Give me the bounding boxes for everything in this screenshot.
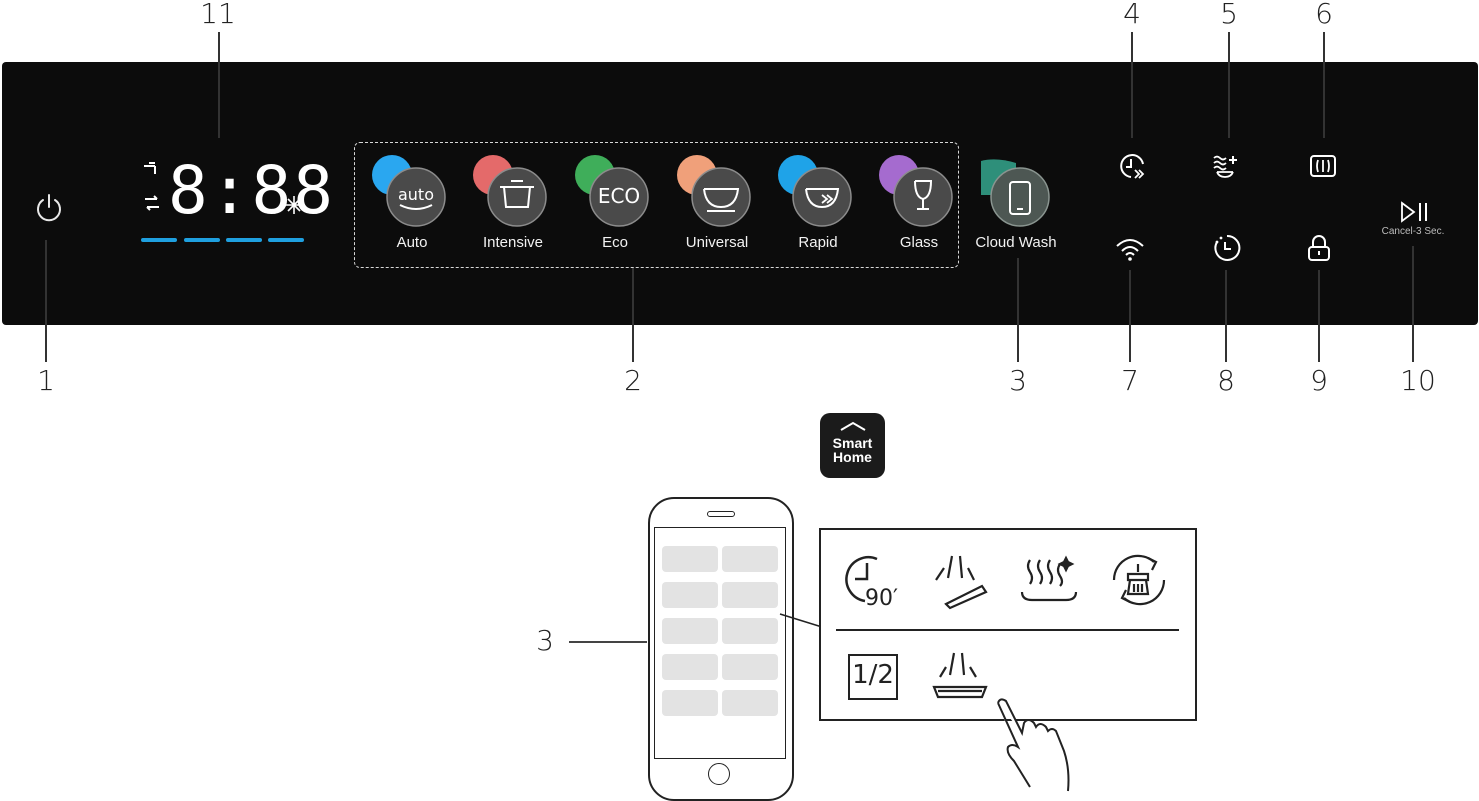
phone-tile[interactable]	[662, 654, 718, 680]
svg-text:ECO: ECO	[598, 184, 640, 208]
leader-6	[1323, 32, 1325, 138]
callout-11: 11	[200, 0, 236, 30]
phone-tile[interactable]	[662, 582, 718, 608]
connector-line	[779, 613, 823, 628]
steam-icon[interactable]	[1018, 552, 1080, 606]
leader-10	[1412, 246, 1414, 362]
program-group-outline	[354, 142, 959, 268]
start-pause-icon[interactable]	[1400, 201, 1430, 223]
callout-9: 9	[1310, 364, 1328, 397]
extra-dry-icon[interactable]	[1211, 150, 1243, 182]
program-label: Glass	[899, 234, 939, 251]
half-load-label: 1/2	[852, 660, 894, 690]
program-label: Auto	[396, 234, 428, 251]
callout-10: 10	[1400, 364, 1436, 397]
pot-icon	[473, 155, 547, 227]
program-label: Universal	[685, 234, 749, 251]
wifi-icon[interactable]	[1114, 236, 1146, 262]
leader-9	[1318, 270, 1320, 362]
leader-5	[1228, 32, 1230, 138]
progress-segment-2	[184, 238, 220, 242]
cloud-wash-label: Cloud Wash	[975, 234, 1057, 251]
callout-6: 6	[1315, 0, 1333, 30]
smart-home-logo: Smart Home	[820, 413, 885, 478]
child-lock-icon[interactable]	[1305, 234, 1333, 264]
phone-tile[interactable]	[662, 618, 718, 644]
timer-icon[interactable]	[1211, 232, 1243, 264]
glass-icon	[879, 155, 953, 227]
progress-segment-4	[268, 238, 304, 242]
leader-4	[1131, 32, 1133, 138]
smart-home-line2: Home	[833, 449, 872, 465]
phone-speaker	[707, 511, 735, 517]
leader-1	[45, 240, 47, 362]
phone-tile[interactable]	[722, 690, 778, 716]
delay-start-icon[interactable]	[1117, 150, 1149, 182]
phone-tile[interactable]	[722, 654, 778, 680]
leader-7	[1129, 270, 1131, 362]
auto-icon: auto	[372, 155, 446, 227]
callout-5: 5	[1220, 0, 1238, 30]
program-label: Intensive	[482, 234, 544, 251]
90-min-icon[interactable]: 90′	[843, 553, 905, 608]
water-tap-icon	[144, 162, 156, 174]
bowl-icon	[677, 155, 751, 227]
progress-segment-1	[141, 238, 177, 242]
callout-7: 7	[1121, 364, 1139, 397]
smart-home-line1: Smart	[832, 435, 873, 451]
lower-basket-spray-icon[interactable]	[930, 649, 992, 701]
self-clean-icon[interactable]	[1104, 552, 1174, 608]
options-divider	[836, 629, 1179, 631]
phone-tile[interactable]	[662, 546, 718, 572]
program-label: Rapid	[798, 234, 838, 251]
upper-basket-spray-icon[interactable]	[930, 550, 992, 610]
phone-tile[interactable]	[722, 582, 778, 608]
phone-tile[interactable]	[722, 618, 778, 644]
leader-3-app	[569, 641, 647, 643]
cancel-hint: Cancel-3 Sec.	[1381, 226, 1445, 237]
leader-11	[218, 32, 220, 138]
leader-2	[632, 268, 634, 362]
sparkle-icon	[285, 196, 303, 214]
program-label: Eco	[602, 234, 628, 251]
hand-pointer-icon	[997, 698, 1070, 792]
leader-3	[1017, 258, 1019, 362]
callout-4: 4	[1123, 0, 1141, 30]
time-display: 8:88	[168, 152, 335, 229]
phone-tile[interactable]	[722, 546, 778, 572]
90-min-label: 90′	[865, 586, 898, 608]
phone-icon	[981, 159, 1050, 227]
app-options-box	[819, 528, 1197, 721]
eco-icon: ECO	[575, 155, 649, 227]
callout-1: 1	[37, 364, 55, 397]
zone-wash-icon[interactable]	[1307, 150, 1339, 182]
callout-3-app: 3	[536, 624, 554, 657]
progress-segment-3	[226, 238, 262, 242]
callout-3: 3	[1009, 364, 1027, 397]
callout-8: 8	[1217, 364, 1235, 397]
power-icon[interactable]	[34, 193, 64, 223]
phone-home-button[interactable]	[708, 763, 730, 785]
phone-tile[interactable]	[662, 690, 718, 716]
roof-icon	[839, 421, 866, 431]
rinse-aid-icon	[145, 195, 159, 211]
rapid-icon	[778, 155, 852, 227]
leader-8	[1225, 270, 1227, 362]
svg-text:auto: auto	[398, 185, 434, 204]
callout-2: 2	[624, 364, 642, 397]
half-load-icon[interactable]	[848, 654, 898, 700]
